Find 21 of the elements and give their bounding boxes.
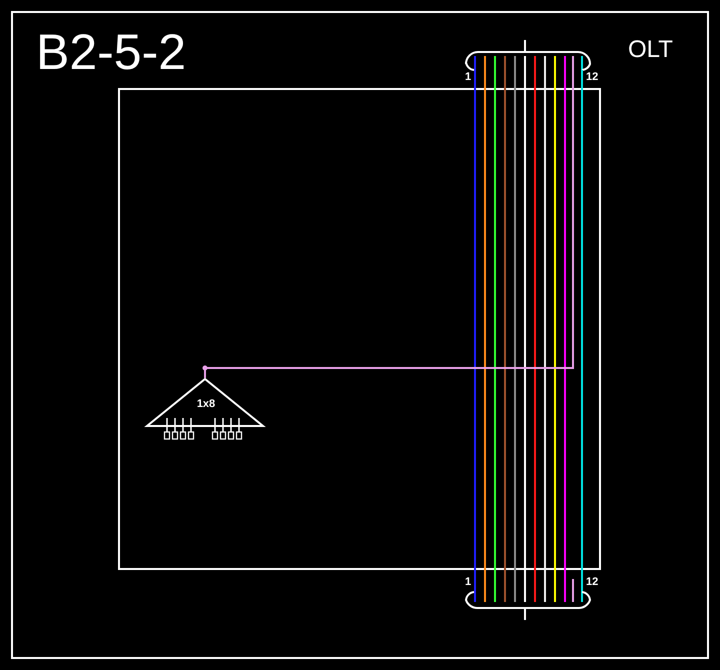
equipment-label: OLT	[628, 36, 673, 64]
fiber-number: 12	[586, 71, 598, 83]
optical-fiber	[514, 70, 516, 590]
optical-fiber	[564, 70, 566, 590]
optical-fiber	[544, 70, 546, 590]
optical-fiber	[504, 70, 506, 590]
fiber-number: 1	[465, 71, 472, 83]
optical-fiber	[572, 579, 574, 590]
optical-fiber	[204, 70, 574, 378]
optical-fiber	[474, 70, 476, 590]
optical-fiber	[484, 70, 486, 590]
split-ratio: 1x8	[196, 398, 216, 410]
optical-fiber	[494, 70, 496, 590]
optical-fiber	[581, 70, 583, 590]
fiber-number: 1	[465, 576, 472, 588]
diagram-title: B2-5-2	[36, 23, 186, 82]
enclosure-box	[118, 88, 601, 570]
fiber-number: 12	[586, 576, 598, 588]
optical-fiber	[534, 70, 536, 590]
optical-fiber	[554, 70, 556, 590]
optical-fiber	[524, 70, 526, 590]
